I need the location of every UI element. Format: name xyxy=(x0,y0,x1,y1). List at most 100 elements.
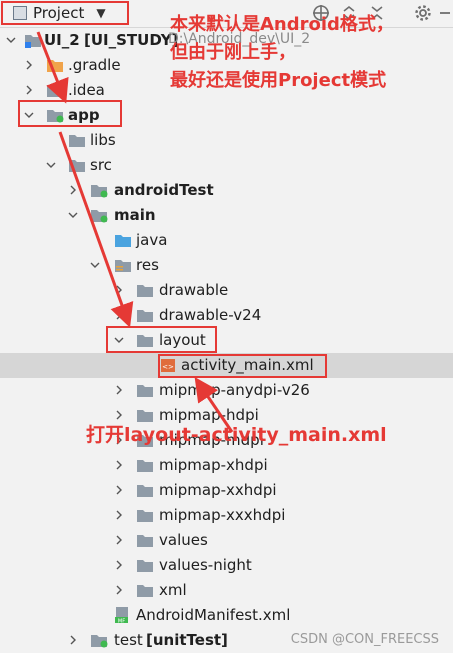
chevron-down-icon[interactable] xyxy=(46,160,56,170)
chevron-right-icon[interactable] xyxy=(114,485,124,495)
tree-row-values-night[interactable]: values-night xyxy=(0,553,453,578)
chevron-down-icon[interactable] xyxy=(6,35,16,45)
folder-icon xyxy=(137,485,153,497)
tree-row-androidtest[interactable]: androidTest xyxy=(0,178,453,203)
tree-row-mipmap-xxxhdpi[interactable]: mipmap-xxxhdpi xyxy=(0,503,453,528)
tree-row-app[interactable]: app xyxy=(0,103,453,128)
tree-item-label: java xyxy=(136,231,168,249)
tree-row-drawable-v24[interactable]: drawable-v24 xyxy=(0,303,453,328)
tree-row-values[interactable]: values xyxy=(0,528,453,553)
chevron-right-icon[interactable] xyxy=(24,85,34,95)
gear-icon[interactable] xyxy=(414,4,432,22)
folder-icon xyxy=(137,435,153,447)
svg-text:<>: <> xyxy=(162,363,174,371)
expand-all-icon[interactable] xyxy=(340,4,358,22)
chevron-right-icon[interactable] xyxy=(114,535,124,545)
minimize-icon[interactable] xyxy=(438,4,450,22)
tree-item-label: main xyxy=(114,206,156,224)
project-view-icon xyxy=(13,6,27,20)
tree-item-label: layout xyxy=(159,331,206,349)
layout-file-icon: <> xyxy=(161,359,175,372)
tree-row-libs[interactable]: libs xyxy=(0,128,453,153)
source-folder-icon xyxy=(115,235,131,247)
chevron-right-icon[interactable] xyxy=(114,585,124,595)
tree-item-label: mipmap-mdpi xyxy=(159,431,264,449)
folder-icon xyxy=(137,510,153,522)
tree-row-layout[interactable]: layout xyxy=(0,328,453,353)
chevron-right-icon[interactable] xyxy=(114,460,124,470)
chevron-right-icon[interactable] xyxy=(24,60,34,70)
root-name: UI_2 xyxy=(44,31,80,49)
tree-item-label: mipmap-xhdpi xyxy=(159,456,268,474)
chevron-right-icon[interactable] xyxy=(114,285,124,295)
folder-icon xyxy=(137,410,153,422)
folder-icon xyxy=(137,385,153,397)
tree-item-label: values-night xyxy=(159,556,252,574)
tree-item-label: app xyxy=(68,106,100,124)
tree-item-label: androidTest xyxy=(114,181,214,199)
tree-item-label: activity_main.xml xyxy=(181,356,314,374)
tree-item-label: src xyxy=(90,156,112,174)
tree-row-drawable[interactable]: drawable xyxy=(0,278,453,303)
folder-icon xyxy=(47,60,63,72)
tree-row-xml[interactable]: xml xyxy=(0,578,453,603)
annotation-line-1: 本来默认是Android格式， xyxy=(170,14,394,35)
annotation-line-3: 最好还是使用Project模式 xyxy=(170,70,387,91)
folder-icon xyxy=(69,160,85,172)
chevron-down-icon[interactable] xyxy=(114,335,124,345)
tree-row-main[interactable]: main xyxy=(0,203,453,228)
folder-icon xyxy=(69,135,85,147)
tree-row-res[interactable]: res xyxy=(0,253,453,278)
tree-item-label: libs xyxy=(90,131,116,149)
chevron-down-icon[interactable] xyxy=(24,110,34,120)
module-folder-icon xyxy=(91,210,108,223)
tree-item-label: AndroidManifest.xml xyxy=(136,606,291,624)
chevron-right-icon[interactable] xyxy=(114,310,124,320)
tree-row-manifest[interactable]: MF AndroidManifest.xml xyxy=(0,603,453,628)
chevron-right-icon[interactable] xyxy=(114,385,124,395)
folder-icon xyxy=(137,560,153,572)
tree-row-mipmap-xhdpi[interactable]: mipmap-xhdpi xyxy=(0,453,453,478)
tree-row-activity-main[interactable]: <> activity_main.xml xyxy=(0,353,453,378)
chevron-right-icon[interactable] xyxy=(68,635,78,645)
tree-item-label: mipmap-xxxhdpi xyxy=(159,506,286,524)
manifest-file-icon: MF xyxy=(115,607,128,624)
tree-item-label: mipmap-xxhdpi xyxy=(159,481,277,499)
collapse-all-icon[interactable] xyxy=(368,4,386,22)
chevron-right-icon[interactable] xyxy=(114,435,124,445)
tree-row-mipmap-anydpi[interactable]: mipmap-anydpi-v26 xyxy=(0,378,453,403)
chevron-down-icon[interactable] xyxy=(68,210,78,220)
folder-icon xyxy=(137,310,153,322)
project-toolbar: Project ▼ xyxy=(0,0,453,28)
tree-row-java[interactable]: java xyxy=(0,228,453,253)
tree-item-tag: [unitTest] xyxy=(146,631,228,649)
tree-row-mipmap-mdpi[interactable]: mipmap-mdpi xyxy=(0,428,453,453)
tree-item-label: drawable xyxy=(159,281,229,299)
folder-icon xyxy=(47,85,63,97)
highlight-layout xyxy=(106,326,217,353)
tree-row-test[interactable]: test [unitTest] xyxy=(0,628,453,653)
folder-icon xyxy=(137,535,153,547)
chevron-right-icon[interactable] xyxy=(68,185,78,195)
tree-item-label: mipmap-anydpi-v26 xyxy=(159,381,310,399)
annotation-middle: 打开layout-activity_main.xml xyxy=(86,424,387,446)
module-folder-icon xyxy=(91,635,108,648)
folder-icon xyxy=(137,460,153,472)
tree-item-label: values xyxy=(159,531,208,549)
chevron-down-icon[interactable] xyxy=(90,260,100,270)
svg-text:MF: MF xyxy=(118,618,125,624)
tree-item-label: .gradle xyxy=(68,56,121,74)
root-module: [UI_STUDY] xyxy=(84,31,179,49)
tree-item-label: res xyxy=(136,256,159,274)
project-view-selector[interactable]: Project ▼ xyxy=(1,1,129,25)
chevron-right-icon[interactable] xyxy=(114,510,124,520)
chevron-right-icon[interactable] xyxy=(114,560,124,570)
locate-icon[interactable] xyxy=(312,4,330,22)
module-folder-icon xyxy=(91,185,108,198)
chevron-right-icon[interactable] xyxy=(114,410,124,420)
module-folder-icon xyxy=(25,35,41,48)
project-view-label: Project xyxy=(33,4,85,22)
tree-row-src[interactable]: src xyxy=(0,153,453,178)
tree-row-mipmap-xxhdpi[interactable]: mipmap-xxhdpi xyxy=(0,478,453,503)
root-path: D:\Android_dev\UI_2 xyxy=(168,31,311,47)
